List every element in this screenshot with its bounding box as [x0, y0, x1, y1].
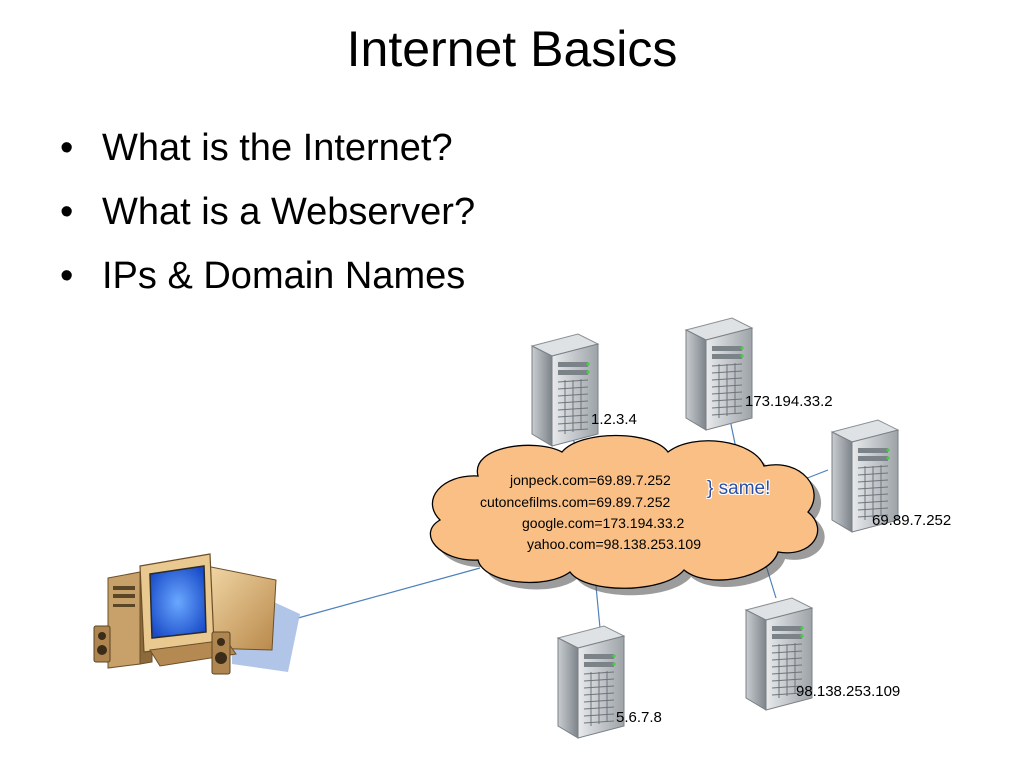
server-ip-label: 69.89.7.252 — [872, 512, 952, 529]
bullet-list: What is the Internet? What is a Webserve… — [60, 116, 475, 308]
server-icon — [685, 317, 753, 431]
server-ip-label: 98.138.253.109 — [796, 683, 901, 700]
dns-entry: google.com=173.194.33.2 — [522, 515, 685, 531]
computer-icon — [93, 553, 300, 675]
dns-entry: cutoncefilms.com=69.89.7.252 — [480, 494, 671, 510]
slide-title: Internet Basics — [346, 21, 678, 77]
server-ip-label: 1.2.3.4 — [591, 411, 637, 428]
server-ip-label: 173.194.33.2 — [745, 393, 833, 410]
link-line — [297, 567, 481, 619]
dns-entry: jonpeck.com=69.89.7.252 — [510, 472, 671, 488]
bullet-item: IPs & Domain Names — [60, 244, 475, 308]
server-icon — [557, 625, 625, 739]
same-annotation: } same! — [707, 478, 771, 499]
dns-entry: yahoo.com=98.138.253.109 — [527, 536, 701, 552]
server-ip-label: 5.6.7.8 — [616, 709, 662, 726]
server-icon — [531, 333, 599, 447]
bullet-item: What is the Internet? — [60, 116, 475, 180]
link-line — [595, 585, 601, 629]
bullet-item: What is a Webserver? — [60, 180, 475, 244]
internet-cloud — [429, 434, 819, 589]
